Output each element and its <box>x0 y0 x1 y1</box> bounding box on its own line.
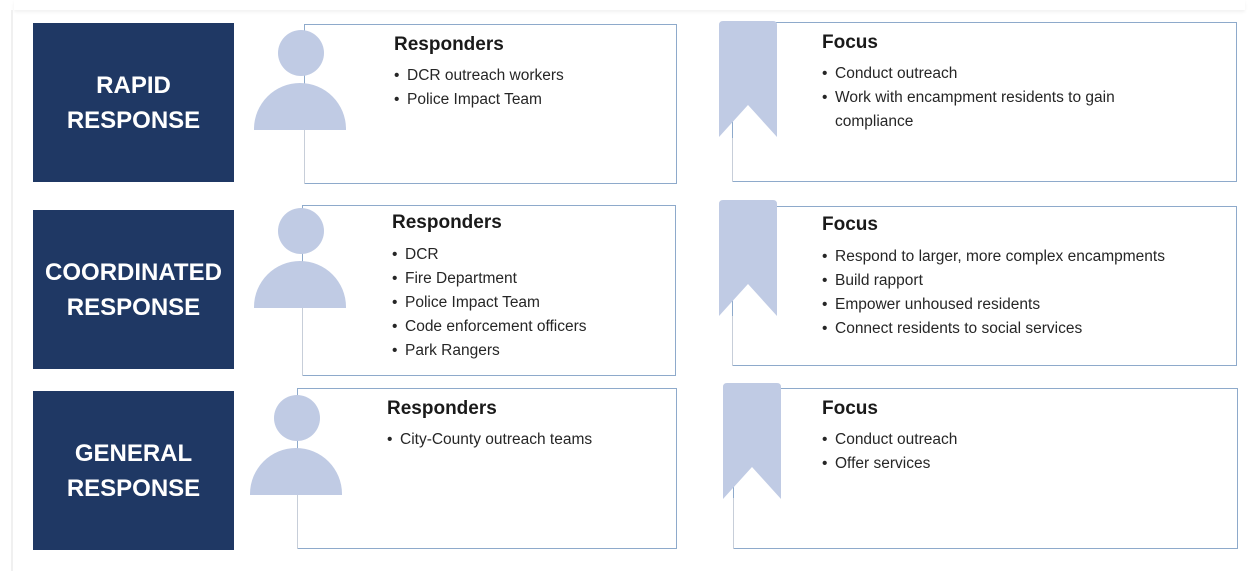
person-icon <box>254 208 346 308</box>
card-connector-line <box>302 308 303 376</box>
response-level-label: GENERAL RESPONSE <box>33 391 234 550</box>
card-connector-line <box>297 494 298 549</box>
list-item: Work with encampment residents to gain c… <box>822 86 1182 134</box>
focus-list: Respond to larger, more complex encampme… <box>822 245 1232 341</box>
list-item: Conduct outreach <box>822 62 1182 86</box>
focus-list: Conduct outreach Offer services <box>822 428 1182 476</box>
person-icon <box>250 395 342 495</box>
left-edge-rule <box>11 10 13 571</box>
responders-heading: Responders <box>387 398 497 419</box>
person-icon <box>254 30 346 130</box>
person-head-shape <box>278 208 324 254</box>
card-connector-line <box>733 498 734 549</box>
bookmark-icon <box>719 21 777 137</box>
response-level-label: RAPID RESPONSE <box>33 23 234 182</box>
list-item: Build rapport <box>822 269 1232 293</box>
bookmark-icon <box>719 200 777 316</box>
list-item: Code enforcement officers <box>392 315 662 339</box>
list-item: Offer services <box>822 452 1182 476</box>
list-item: Respond to larger, more complex encampme… <box>822 245 1232 269</box>
list-item: Park Rangers <box>392 339 662 363</box>
response-level-label: COORDINATED RESPONSE <box>33 210 234 369</box>
focus-list: Conduct outreach Work with encampment re… <box>822 62 1182 134</box>
list-item: Police Impact Team <box>394 88 664 112</box>
list-item: Fire Department <box>392 267 662 291</box>
top-edge-shadow <box>14 0 1245 10</box>
list-item: Connect residents to social services <box>822 317 1232 341</box>
list-item: Empower unhoused residents <box>822 293 1232 317</box>
card-connector-line <box>732 316 733 366</box>
list-item: City-County outreach teams <box>387 428 667 452</box>
person-body-shape <box>254 83 346 130</box>
list-item: DCR <box>392 243 662 267</box>
person-head-shape <box>274 395 320 441</box>
responders-list: DCR outreach workers Police Impact Team <box>394 64 664 112</box>
list-item: Conduct outreach <box>822 428 1182 452</box>
card-connector-line <box>304 130 305 184</box>
focus-heading: Focus <box>822 214 878 235</box>
focus-heading: Focus <box>822 398 878 419</box>
focus-heading: Focus <box>822 32 878 53</box>
responders-heading: Responders <box>394 34 504 55</box>
bookmark-icon <box>723 383 781 499</box>
responders-card <box>297 388 677 549</box>
list-item: Police Impact Team <box>392 291 662 315</box>
person-head-shape <box>278 30 324 76</box>
responders-list: DCR Fire Department Police Impact Team C… <box>392 243 662 363</box>
person-body-shape <box>254 261 346 308</box>
responders-list: City-County outreach teams <box>387 428 667 452</box>
responders-heading: Responders <box>392 212 502 233</box>
list-item: DCR outreach workers <box>394 64 664 88</box>
card-connector-line <box>732 138 733 182</box>
person-body-shape <box>250 448 342 495</box>
